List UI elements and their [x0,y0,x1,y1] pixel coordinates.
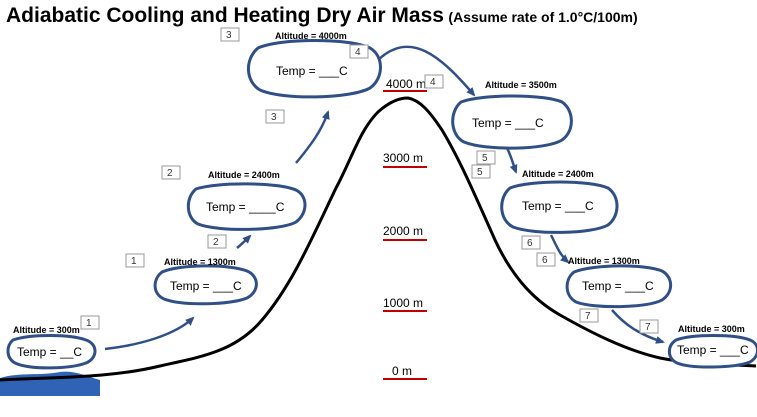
step-box-4a: 4 [349,44,369,59]
cloud-outline [667,334,757,369]
step-box-6a: 6 [521,235,541,250]
air-parcel-300m-end: Altitude = 300m Temp = ___C [667,324,757,369]
arrow-step-1 [104,316,195,351]
arrow-step-7 [611,309,665,344]
svg-text:1: 1 [86,318,92,329]
cloud-outline [153,264,258,306]
svg-text:3: 3 [226,30,232,41]
air-parcel-1300m-rising: Altitude = 1300m Temp = ___C [153,257,258,306]
temp-label: Temp = ___C [677,343,749,357]
altitude-label: Altitude = 1300m [164,257,236,267]
altitude-label: Altitude = 2400m [208,170,280,180]
arrow-step-2 [236,234,252,249]
cloud-outline [500,180,619,234]
altitude-label: Altitude = 300m [678,324,745,334]
cloud-outline [186,182,307,231]
step-box-2a: 2 [161,165,181,180]
altitude-label: Altitude = 3500m [485,80,557,90]
step-box-3b: 3 [265,109,285,124]
arrow-step-5 [505,147,518,174]
altitude-label: Altitude = 4000m [275,31,347,41]
altitude-label: Altitude = 300m [13,325,80,335]
step-box-1a: 1 [80,315,100,330]
step-box-7b: 7 [639,319,659,334]
temp-label: Temp = ___C [582,279,654,293]
scale-label-1000: 1000 m [383,296,423,310]
arrow-step-3 [295,110,330,164]
air-parcel-2400m-descending: Altitude = 2400m Temp = ___C [500,169,619,234]
altitude-label: Altitude = 1300m [568,256,640,266]
air-parcel-300m-start: Altitude = 300m Temp = __C [6,325,97,370]
svg-text:7: 7 [585,311,591,322]
air-parcel-1300m-descending: Altitude = 1300m Temp = ___C [565,256,673,309]
step-box-2b: 2 [207,234,227,249]
step-box-5a: 5 [476,150,496,165]
scale-label-3000: 3000 m [383,151,423,165]
arrow-step-4 [377,45,476,97]
svg-text:4: 4 [430,77,436,88]
step-box-3a: 3 [220,27,240,42]
temp-label: Temp = ___C [170,279,242,293]
arrow-step-6 [549,234,570,264]
svg-text:5: 5 [482,153,488,164]
svg-text:3: 3 [271,112,277,123]
svg-text:2: 2 [167,168,173,179]
step-box-5b: 5 [471,164,491,179]
scale-label-4000: 4000 m [386,77,426,91]
cloud-outline [451,94,573,150]
svg-text:1: 1 [131,256,137,267]
cloud-outline [565,264,673,309]
svg-text:6: 6 [527,238,533,249]
svg-text:7: 7 [645,322,651,333]
temp-label: Temp = ___C [472,116,544,130]
svg-text:5: 5 [477,167,483,178]
scale-label-0: 0 m [392,364,412,378]
air-parcel-2400m-rising: Altitude = 2400m Temp = ____C [186,170,307,231]
svg-text:4: 4 [355,47,361,58]
temp-label: Temp = ____C [206,200,285,214]
step-box-6b: 6 [536,252,556,267]
step-box-7a: 7 [579,308,599,323]
temp-label: Temp = __C [17,345,82,359]
svg-text:6: 6 [542,255,548,266]
altitude-label: Altitude = 2400m [522,169,594,179]
step-box-1b: 1 [125,253,145,268]
title-note: (Assume rate of 1.0°C/100m) [448,9,638,25]
cloud-outline [6,334,97,370]
air-parcel-4000m-summit: Altitude = 4000m Temp = ___C [247,31,382,99]
diagram-title: Adiabatic Cooling and Heating Dry Air Ma… [6,4,638,28]
temp-label: Temp = ___C [276,64,348,78]
cloud-outline [247,39,382,99]
mountain-outline [0,96,757,382]
title-main: Adiabatic Cooling and Heating Dry Air Ma… [6,4,444,27]
step-box-4b: 4 [424,74,444,89]
scale-label-2000: 2000 m [383,224,423,238]
svg-text:2: 2 [213,237,219,248]
air-parcel-3500m-descending: Altitude = 3500m Temp = ___C [451,80,573,150]
temp-label: Temp = ___C [522,199,594,213]
